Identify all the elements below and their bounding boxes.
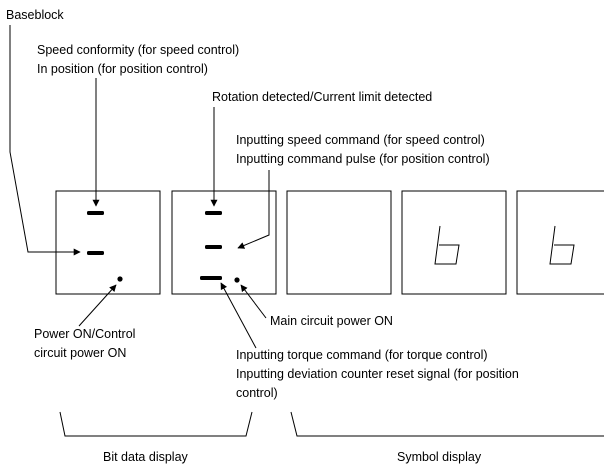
speed-conformity-label: Speed conformity (for speed control) bbox=[37, 43, 239, 57]
symbol-character-b bbox=[549, 225, 575, 265]
speed-command-arrow bbox=[237, 170, 270, 249]
torque-command-label: Inputting torque command (for torque con… bbox=[236, 348, 488, 362]
deviation-reset-label-line1: Inputting deviation counter reset signal… bbox=[236, 367, 519, 381]
power-on-arrow bbox=[78, 284, 117, 327]
bit-display-box-2 bbox=[171, 190, 277, 295]
bit-segment-top bbox=[205, 211, 222, 215]
bit-segment-bottom bbox=[200, 276, 222, 280]
bit-segment-middle bbox=[205, 245, 222, 249]
bit-dot-power bbox=[117, 276, 123, 282]
bit-dot-main-circuit bbox=[234, 277, 240, 283]
speed-command-label: Inputting speed command (for speed contr… bbox=[236, 133, 485, 147]
power-on-label-line1: Power ON/Control bbox=[34, 327, 135, 341]
symbol-display-box-1 bbox=[286, 190, 392, 295]
symbol-character-b bbox=[434, 225, 460, 265]
baseblock-arrow bbox=[9, 25, 81, 256]
bit-segment-top bbox=[87, 211, 104, 215]
bit-data-display-bracket bbox=[59, 411, 253, 437]
symbol-display-box-3 bbox=[516, 190, 604, 295]
symbol-display-label: Symbol display bbox=[397, 450, 482, 464]
deviation-reset-label-line2: control) bbox=[236, 386, 278, 400]
command-pulse-label: Inputting command pulse (for position co… bbox=[236, 152, 490, 166]
symbol-display-box-2 bbox=[401, 190, 507, 295]
power-on-label-line2: circuit power ON bbox=[34, 346, 126, 360]
symbol-display-bracket bbox=[290, 411, 604, 437]
bit-data-display-label: Bit data display bbox=[103, 450, 189, 464]
torque-command-arrow bbox=[220, 282, 257, 349]
bit-display-box-1 bbox=[55, 190, 161, 295]
bit-segment-middle bbox=[87, 251, 104, 255]
main-circuit-power-label: Main circuit power ON bbox=[270, 314, 393, 328]
baseblock-label: Baseblock bbox=[6, 8, 64, 22]
in-position-label: In position (for position control) bbox=[37, 62, 208, 76]
rotation-detected-label: Rotation detected/Current limit detected bbox=[212, 90, 432, 104]
main-circuit-power-arrow bbox=[240, 284, 267, 319]
